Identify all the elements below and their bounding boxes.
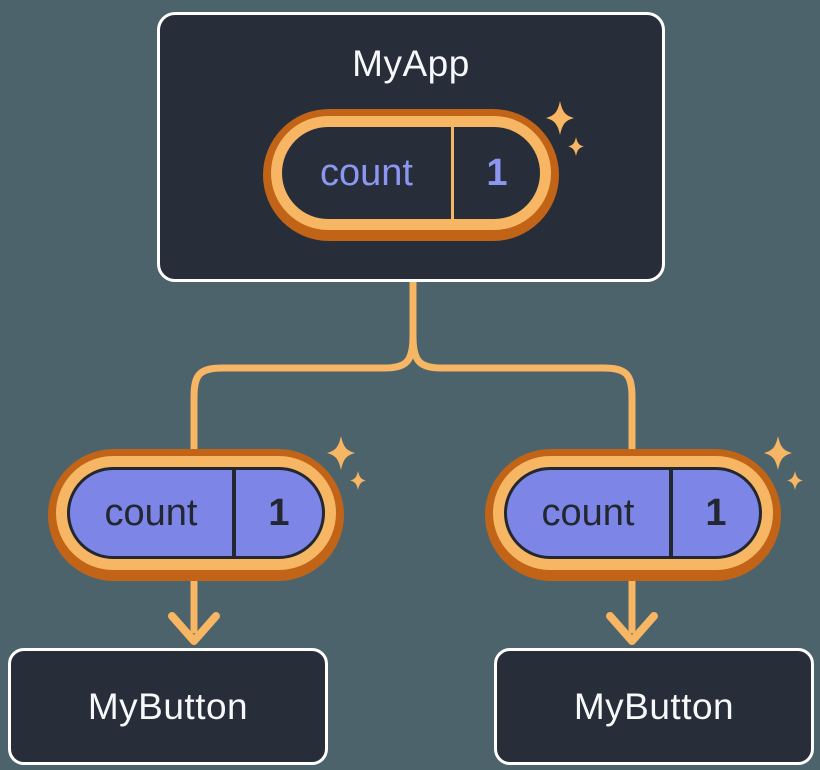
component-title: MyButton [87, 685, 249, 727]
state-name-label: count [104, 491, 198, 534]
state-pill-left: count 1 [48, 436, 366, 581]
state-value-label: 1 [705, 491, 727, 534]
sparkle-icon-large [327, 436, 355, 470]
state-pill-right: count 1 [485, 436, 803, 581]
component-card-mybutton-left: MyButton [8, 648, 328, 765]
state-pill-body: count 1 [504, 467, 762, 559]
sparkle-icon-small [568, 137, 584, 156]
state-pill-body: count 1 [67, 467, 325, 559]
state-pill-body: count 1 [282, 127, 540, 219]
state-value-label: 1 [486, 151, 508, 194]
state-pill-divider [669, 470, 673, 556]
connector-branch-right [409, 332, 636, 634]
state-pill-divider [232, 470, 236, 556]
state-pill-ring: count 1 [493, 456, 773, 570]
state-pill-divider [451, 127, 454, 219]
sparkle-icon-large [546, 101, 574, 135]
component-title: MyButton [573, 685, 735, 727]
component-card-myapp: MyApp count 1 [157, 12, 665, 282]
state-name-label: count [541, 491, 635, 534]
state-value-label: 1 [268, 491, 290, 534]
state-pill-ring: count 1 [271, 116, 551, 230]
component-card-mybutton-right: MyButton [494, 648, 814, 765]
sparkle-icon-large [764, 436, 792, 470]
state-name-label: count [320, 151, 413, 194]
sparkle-icon-small [787, 471, 803, 490]
sparkle-icon-small [350, 471, 366, 490]
component-title: MyApp [352, 43, 470, 84]
state-pill-root: count 1 [263, 101, 584, 241]
connector-branch-left [190, 332, 417, 634]
arrow-down-icon [168, 612, 220, 645]
state-pill-ring: count 1 [56, 456, 336, 570]
arrow-down-icon [606, 612, 658, 645]
